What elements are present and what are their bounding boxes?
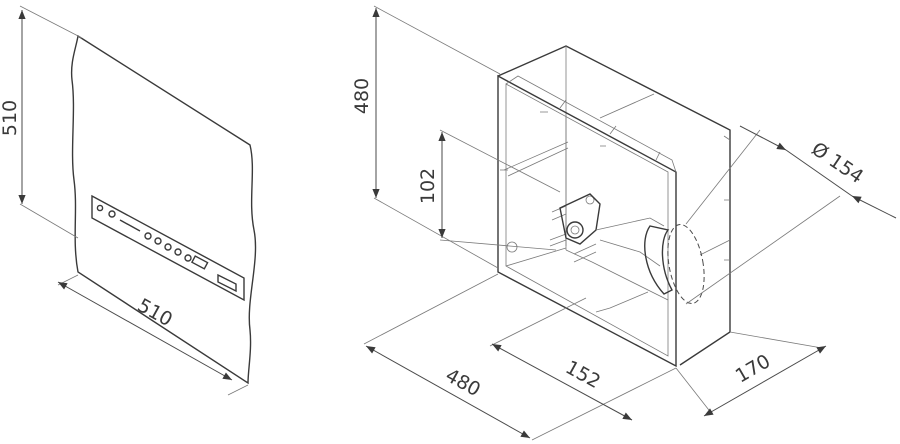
installation-box	[497, 45, 731, 368]
panel-width-label: 510	[134, 294, 176, 331]
diameter-label: Ø 154	[807, 138, 867, 188]
offset-height-label: 102	[417, 168, 439, 204]
panel-width-dimension-line	[57, 281, 233, 381]
diameter-dimension-line-lower	[851, 195, 897, 219]
box-width-dimension-line	[365, 345, 531, 439]
box-depth-label: 170	[732, 350, 774, 387]
control-knobs	[96, 204, 237, 293]
diameter-dimension-line-upper	[739, 125, 787, 151]
front-panel	[18, 5, 257, 396]
box-depth-dimension-line	[703, 345, 827, 417]
box-height-label: 480	[351, 78, 373, 114]
box-width-label: 480	[442, 364, 484, 401]
control-strip	[91, 194, 245, 302]
offset-depth-dimension-line	[491, 343, 633, 421]
outlet-dashed-circle	[667, 223, 705, 305]
extension-lines	[363, 5, 841, 441]
offset-depth-label: 152	[562, 356, 604, 393]
panel-height-label: 510	[0, 100, 21, 136]
